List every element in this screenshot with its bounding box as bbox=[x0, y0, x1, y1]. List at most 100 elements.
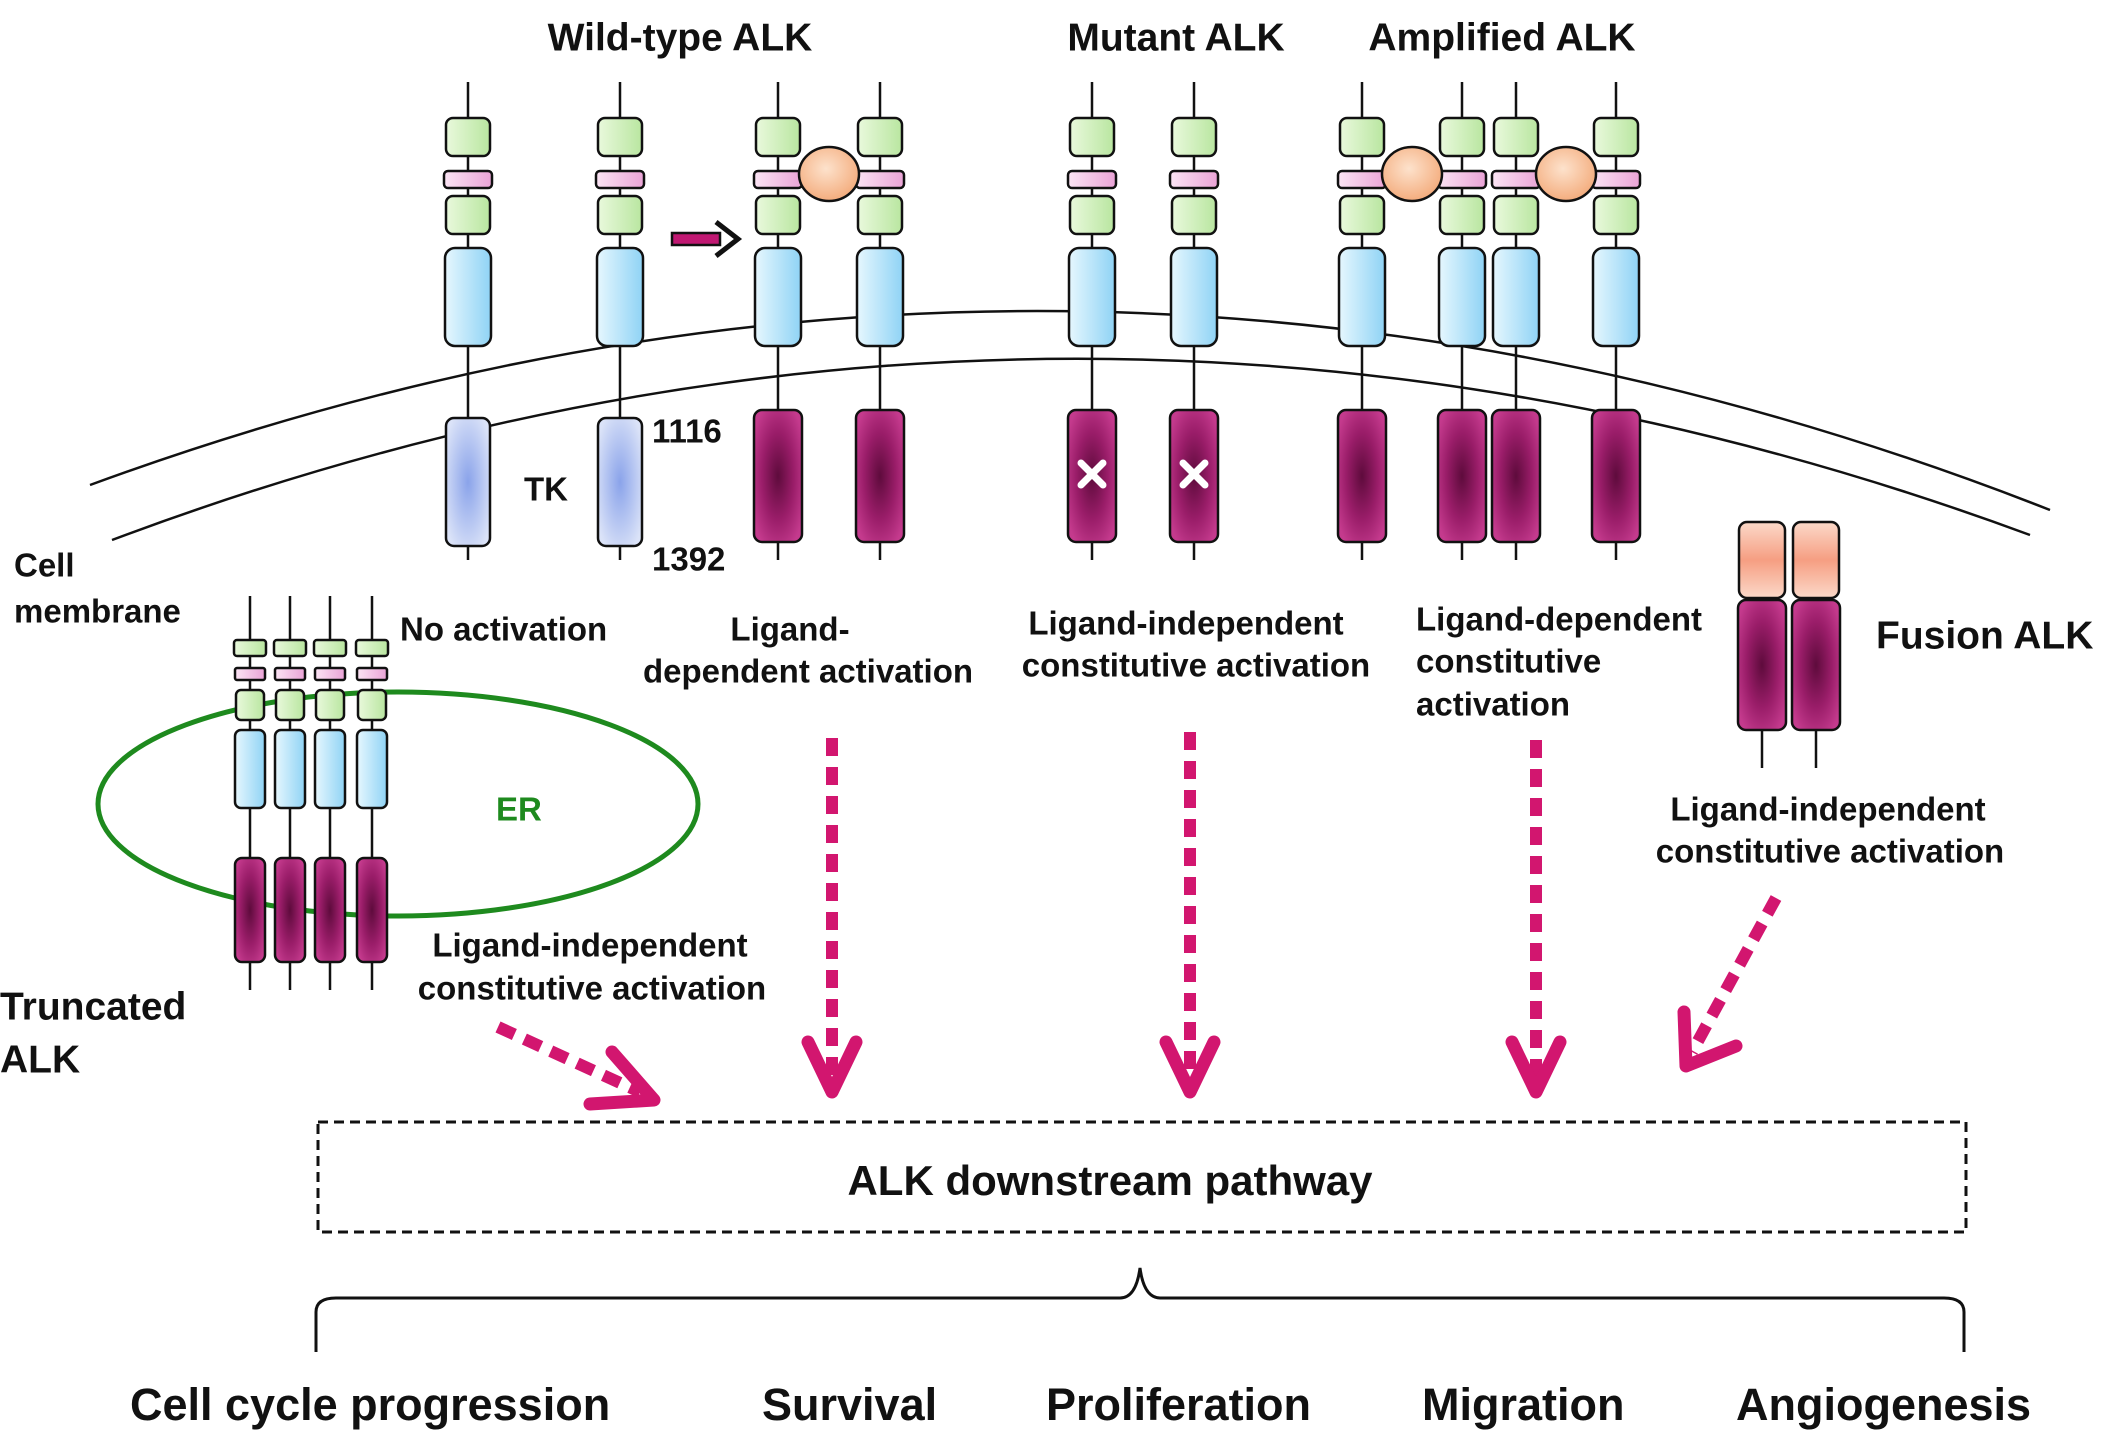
wt-monomer-receptor bbox=[594, 82, 646, 560]
extracellular-domain-blue bbox=[1591, 246, 1641, 348]
extracellular-domain-pink bbox=[1168, 169, 1220, 190]
extracellular-domain-green bbox=[272, 638, 308, 658]
kinase-domain bbox=[854, 408, 906, 544]
truncated-receptor bbox=[272, 596, 308, 990]
extracellular-domain-blue bbox=[355, 728, 389, 810]
kinase-domain bbox=[273, 856, 307, 964]
extracellular-domain-green bbox=[1338, 194, 1386, 236]
extracellular-domain-pink bbox=[752, 169, 804, 190]
amplified-ligand-icon bbox=[1534, 145, 1598, 203]
amplified-receptor bbox=[1336, 82, 1388, 560]
extracellular-domain-green bbox=[354, 638, 390, 658]
extracellular-domain-green bbox=[312, 638, 348, 658]
extracellular-domain-blue bbox=[313, 728, 347, 810]
cell-membrane-label-line2: membrane bbox=[14, 593, 181, 630]
truncated-arrow-head-icon bbox=[583, 1045, 661, 1111]
mutant-receptor bbox=[1168, 82, 1220, 560]
extracellular-domain-green bbox=[1438, 116, 1486, 158]
extracellular-domain-green bbox=[1170, 194, 1218, 236]
amplified-activation-line3: activation bbox=[1416, 686, 1570, 723]
mutation-cross-icon bbox=[1179, 459, 1209, 489]
cell-membrane-label-line1: Cell bbox=[14, 547, 75, 584]
extracellular-domain-pink bbox=[1336, 169, 1388, 190]
extracellular-domain-blue bbox=[1491, 246, 1541, 348]
extracellular-domain-green bbox=[1170, 116, 1218, 158]
extracellular-domain-blue bbox=[273, 728, 307, 810]
heading-truncated-line2: ALK bbox=[0, 1038, 80, 1081]
no-activation-label: No activation bbox=[400, 611, 607, 648]
truncated-arrow-line bbox=[495, 1021, 643, 1098]
amplified-activation-line2: constitutive bbox=[1416, 643, 1601, 680]
amplified-receptor bbox=[1590, 82, 1642, 560]
kinase-domain bbox=[1790, 598, 1842, 732]
extracellular-domain-green bbox=[596, 194, 644, 236]
mutant-arrow-head-icon bbox=[1159, 1035, 1221, 1099]
kinase-domain bbox=[1490, 408, 1542, 544]
fusion-activation-line1: Ligand-independent bbox=[1670, 791, 1985, 828]
heading-mutant: Mutant ALK bbox=[1067, 16, 1284, 59]
wt-monomer-receptor bbox=[442, 82, 494, 560]
extracellular-domain-green bbox=[274, 688, 306, 722]
outcome-migration: Migration bbox=[1422, 1379, 1624, 1430]
kinase-domain bbox=[1336, 408, 1388, 544]
amplified-arrow-head-icon bbox=[1505, 1035, 1567, 1099]
extracellular-domain-green bbox=[444, 194, 492, 236]
extracellular-domain-green bbox=[1338, 116, 1386, 158]
er-label: ER bbox=[496, 791, 542, 828]
kinase-domain bbox=[1736, 598, 1788, 732]
fusion-partner-domain bbox=[1737, 520, 1787, 600]
extracellular-domain-green bbox=[1592, 194, 1640, 236]
inactive-kinase-domain bbox=[444, 416, 492, 548]
amplified-ligand-icon bbox=[1380, 145, 1444, 203]
fusion-receptor bbox=[1736, 520, 1788, 768]
fusion-arrow-line bbox=[1686, 895, 1782, 1055]
mutant-receptor bbox=[1066, 82, 1118, 560]
extracellular-domain-green bbox=[232, 638, 268, 658]
pathway-title: ALK downstream pathway bbox=[847, 1157, 1373, 1204]
outcome-survival: Survival bbox=[762, 1379, 937, 1430]
extracellular-domain-pink bbox=[273, 666, 307, 682]
heading-wild-type: Wild-type ALK bbox=[548, 16, 813, 59]
extracellular-domain-green bbox=[1438, 194, 1486, 236]
mutant-activation-line1: Ligand-independent bbox=[1028, 605, 1343, 642]
mutation-cross-icon bbox=[1077, 459, 1107, 489]
extracellular-domain-blue bbox=[1437, 246, 1487, 348]
tk-label: TK bbox=[524, 471, 568, 508]
extracellular-domain-blue bbox=[1169, 246, 1219, 348]
extracellular-domain-green bbox=[1492, 194, 1540, 236]
truncated-activation-line2: constitutive activation bbox=[418, 970, 766, 1007]
fusion-receptor bbox=[1790, 520, 1842, 768]
amplified-activation-line1: Ligand-dependent bbox=[1416, 601, 1702, 638]
amplified-receptor bbox=[1490, 82, 1542, 560]
wt-dimer-receptor bbox=[752, 82, 804, 560]
truncated-receptor bbox=[312, 596, 348, 990]
extracellular-domain-green bbox=[856, 116, 904, 158]
extracellular-domain-green bbox=[856, 194, 904, 236]
extracellular-domain-pink bbox=[355, 666, 389, 682]
outcome-cell-cycle: Cell cycle progression bbox=[130, 1379, 610, 1430]
extracellular-domain-green bbox=[1492, 116, 1540, 158]
residue-start-label: 1116 bbox=[652, 413, 722, 450]
extracellular-domain-pink bbox=[854, 169, 906, 190]
activation-arrow-icon bbox=[670, 220, 743, 258]
heading-amplified: Amplified ALK bbox=[1368, 16, 1635, 59]
extracellular-domain-blue bbox=[595, 246, 645, 348]
residue-end-label: 1392 bbox=[652, 541, 725, 578]
extracellular-domain-pink bbox=[1066, 169, 1118, 190]
fusion-partner-domain bbox=[1791, 520, 1841, 600]
truncated-receptor bbox=[354, 596, 390, 990]
extracellular-domain-green bbox=[1068, 116, 1116, 158]
amplified-receptor bbox=[1436, 82, 1488, 560]
extracellular-domain-green bbox=[314, 688, 346, 722]
extracellular-domain-pink bbox=[1436, 169, 1488, 190]
er-outline bbox=[95, 689, 701, 919]
kinase-domain bbox=[233, 856, 267, 964]
extracellular-domain-blue bbox=[1337, 246, 1387, 348]
extracellular-domain-blue bbox=[753, 246, 803, 348]
extracellular-domain-pink bbox=[233, 666, 267, 682]
wt-arrow-head-icon bbox=[801, 1035, 863, 1099]
kinase-domain bbox=[313, 856, 347, 964]
extracellular-domain-blue bbox=[1067, 246, 1117, 348]
kinase-domain bbox=[1590, 408, 1642, 544]
